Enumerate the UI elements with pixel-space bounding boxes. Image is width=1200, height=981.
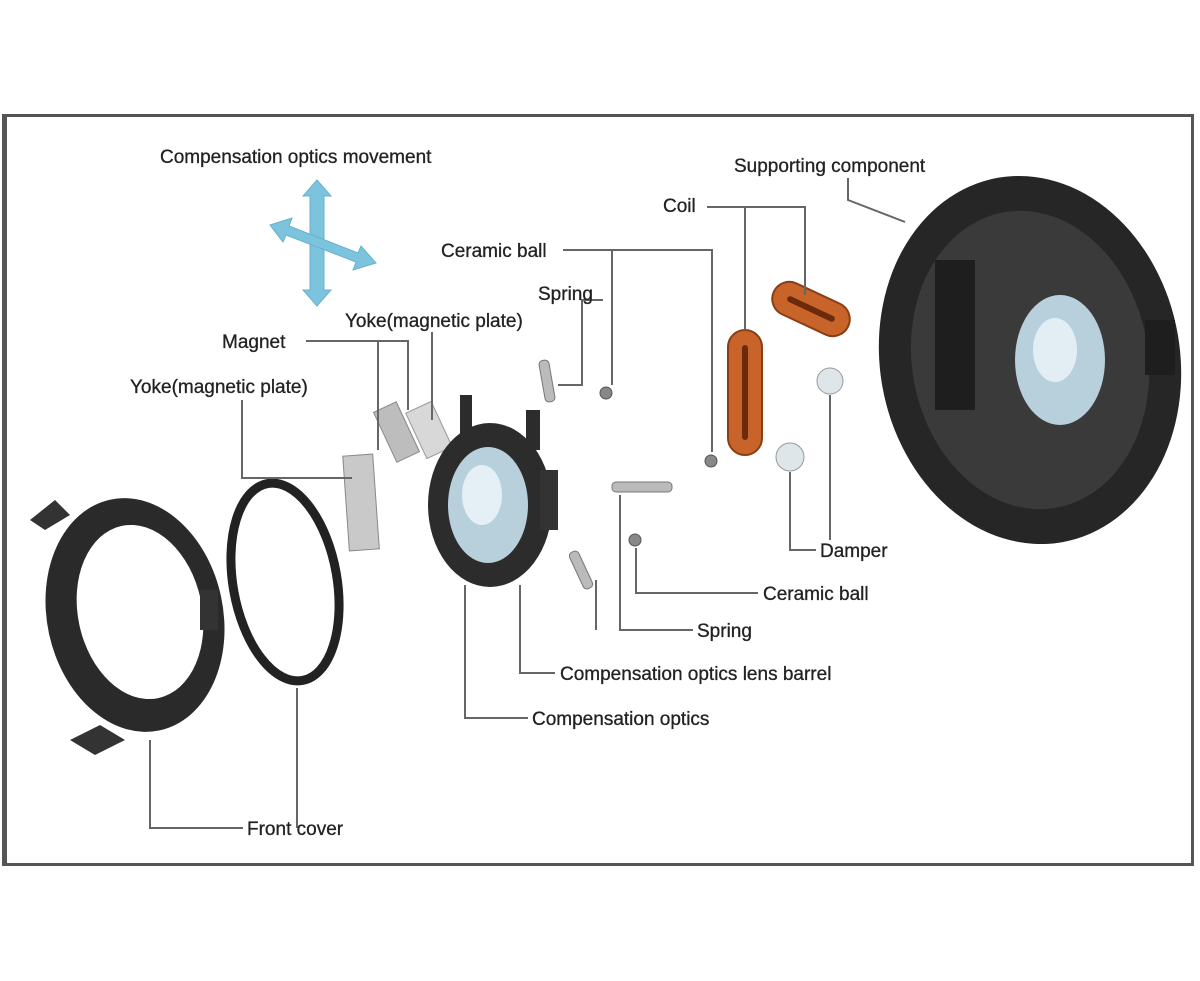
compensation-optics-lens-barrel xyxy=(428,395,558,587)
label-front-cover: Front cover xyxy=(247,819,344,840)
label-lens-barrel: Compensation optics lens barrel xyxy=(560,664,831,685)
label-ceramic-ball-top: Ceramic ball xyxy=(441,241,547,262)
label-yoke-top: Yoke(magnetic plate) xyxy=(345,311,523,332)
supporting-component xyxy=(878,175,1182,545)
label-ceramic-ball-bottom: Ceramic ball xyxy=(763,584,869,605)
dampers xyxy=(775,367,844,472)
label-coil: Coil xyxy=(663,196,696,217)
front-cover xyxy=(30,498,225,755)
ring-component xyxy=(226,478,344,686)
movement-arrows-icon xyxy=(269,179,377,307)
label-movement: Compensation optics movement xyxy=(160,147,432,168)
label-compensation-optics: Compensation optics xyxy=(532,709,709,730)
label-spring-bottom: Spring xyxy=(697,621,752,642)
leader-lines xyxy=(149,178,906,829)
ceramic-balls xyxy=(599,386,718,547)
springs xyxy=(538,359,673,590)
label-supporting-component: Supporting component xyxy=(734,156,926,177)
label-damper: Damper xyxy=(820,541,888,562)
label-spring-top: Spring xyxy=(538,284,593,305)
label-yoke-left: Yoke(magnetic plate) xyxy=(130,377,308,398)
label-magnet: Magnet xyxy=(222,332,286,353)
coils xyxy=(727,280,851,456)
